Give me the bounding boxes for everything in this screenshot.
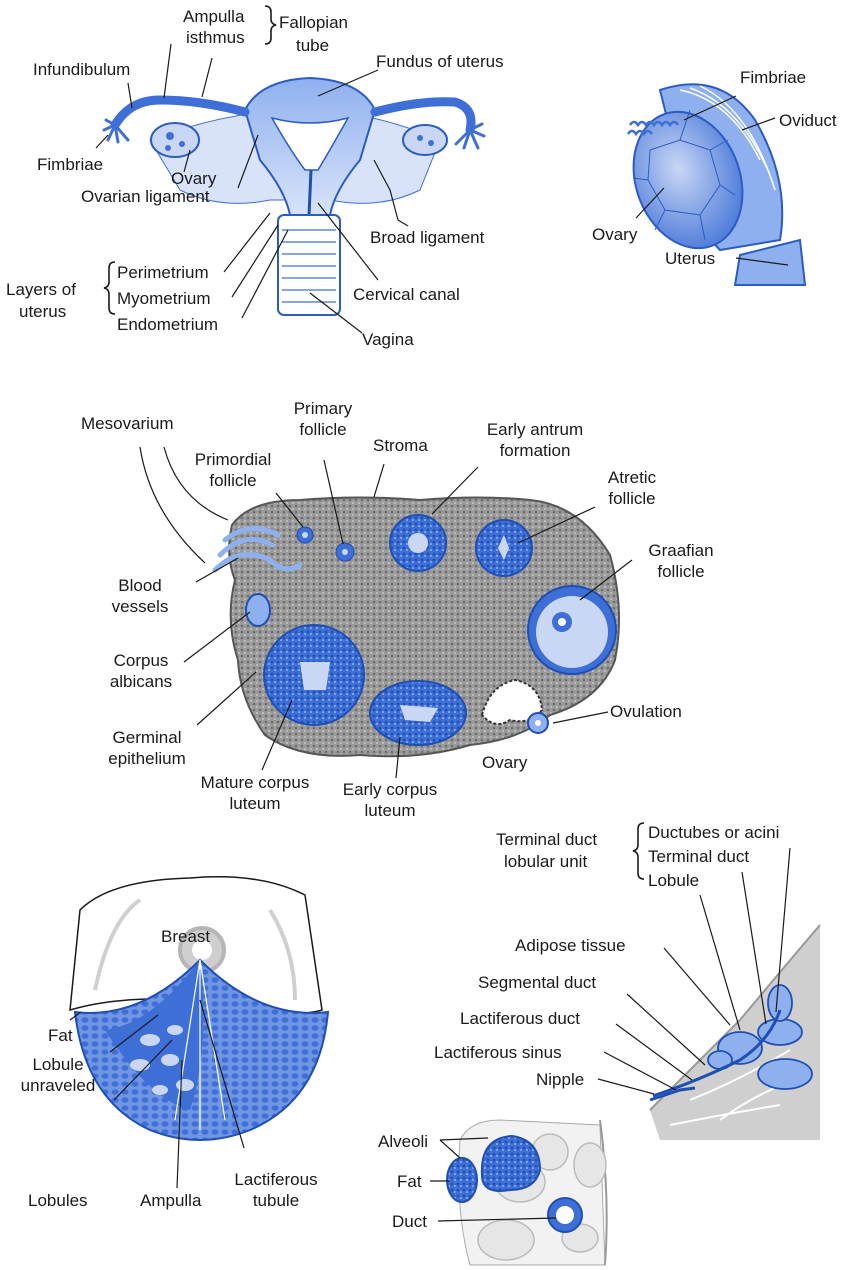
label-lobule: Lobule [8, 1054, 108, 1075]
label-nipple: Nipple [536, 1069, 584, 1090]
label-oviduct-fimbriae: Fimbriae [740, 67, 806, 88]
label-tdlu: Terminal duct [496, 829, 597, 850]
label-tdlu-unit: lobular unit [504, 851, 587, 872]
label-lobule-unraveled: unraveled [8, 1075, 108, 1096]
label-fat: Fat [48, 1025, 73, 1046]
label-stroma: Stroma [373, 435, 428, 456]
label-alveoli: Alveoli [378, 1131, 428, 1152]
label-early-antrum: Early antrum [465, 419, 605, 440]
label-lactiferous-sinus: Lactiferous sinus [434, 1042, 562, 1063]
label-vagina: Vagina [362, 329, 414, 350]
label-layers-of: Layers of [6, 279, 76, 300]
label-oviduct-uterus: Uterus [665, 248, 715, 269]
label-early-corpus: Early corpus [326, 779, 454, 800]
label-mature-luteum: luteum [180, 793, 330, 814]
label-segmental-duct: Segmental duct [478, 972, 596, 993]
label-primordial: Primordial [178, 449, 288, 470]
breast-illustration [70, 877, 328, 1140]
label-lobules: Lobules [28, 1190, 88, 1211]
label-adipose: Adipose tissue [515, 935, 626, 956]
label-lactiferous-tubule: tubule [222, 1190, 330, 1211]
label-uterus: uterus [19, 301, 66, 322]
duct-section-illustration [650, 925, 820, 1140]
label-alveoli-fat: Fat [397, 1171, 422, 1192]
label-ampulla: Ampulla [183, 6, 244, 27]
label-corpus-albicans: albicans [98, 671, 184, 692]
label-ovary-section: Ovary [482, 752, 527, 773]
label-graafian-follicle: follicle [636, 561, 726, 582]
label-endometrium: Endometrium [117, 314, 218, 335]
label-lactiferous-duct: Lactiferous duct [460, 1008, 580, 1029]
label-ductules: Ductubes or acini [648, 822, 779, 843]
label-infundibulum: Infundibulum [33, 59, 130, 80]
label-duct: Duct [392, 1211, 427, 1232]
label-ampulla-breast: Ampulla [140, 1190, 201, 1211]
label-terminal-duct: Terminal duct [648, 846, 749, 867]
label-atretic-follicle: follicle [592, 488, 672, 509]
label-atretic: Atretic [592, 467, 672, 488]
label-fundus: Fundus of uterus [376, 51, 504, 72]
label-fallopian: Fallopian [279, 12, 348, 33]
label-tube: tube [296, 35, 329, 56]
ovary-section-illustration [215, 498, 619, 757]
label-ovulation: Ovulation [610, 701, 682, 722]
alveoli-illustration [447, 1120, 607, 1265]
label-perimetrium: Perimetrium [117, 262, 209, 283]
label-oviduct: Oviduct [779, 110, 837, 131]
label-mesovarium: Mesovarium [81, 413, 174, 434]
label-ovarian-ligament: Ovarian ligament [81, 186, 210, 207]
label-germinal: Germinal [94, 727, 200, 748]
label-blood: Blood [100, 575, 180, 596]
label-germinal-epithelium: epithelium [94, 748, 200, 769]
label-lobule-duct: Lobule [648, 870, 699, 891]
label-mature-corpus: Mature corpus [180, 772, 330, 793]
label-primordial-follicle: follicle [178, 470, 288, 491]
label-isthmus: isthmus [186, 27, 245, 48]
label-early-luteum: luteum [326, 800, 454, 821]
label-primary: Primary [280, 398, 366, 419]
label-fimbriae: Fimbriae [37, 154, 103, 175]
label-oviduct-ovary: Ovary [592, 224, 637, 245]
label-blood-vessels: vessels [100, 596, 180, 617]
label-cervical-canal: Cervical canal [353, 284, 460, 305]
label-primary-follicle: follicle [280, 419, 366, 440]
label-lactiferous: Lactiferous [222, 1169, 330, 1190]
label-corpus: Corpus [98, 650, 184, 671]
label-graafian: Graafian [636, 540, 726, 561]
label-broad-ligament: Broad ligament [370, 227, 484, 248]
label-myometrium: Myometrium [117, 288, 211, 309]
label-breast: Breast [161, 926, 210, 947]
label-antrum-formation: formation [465, 440, 605, 461]
